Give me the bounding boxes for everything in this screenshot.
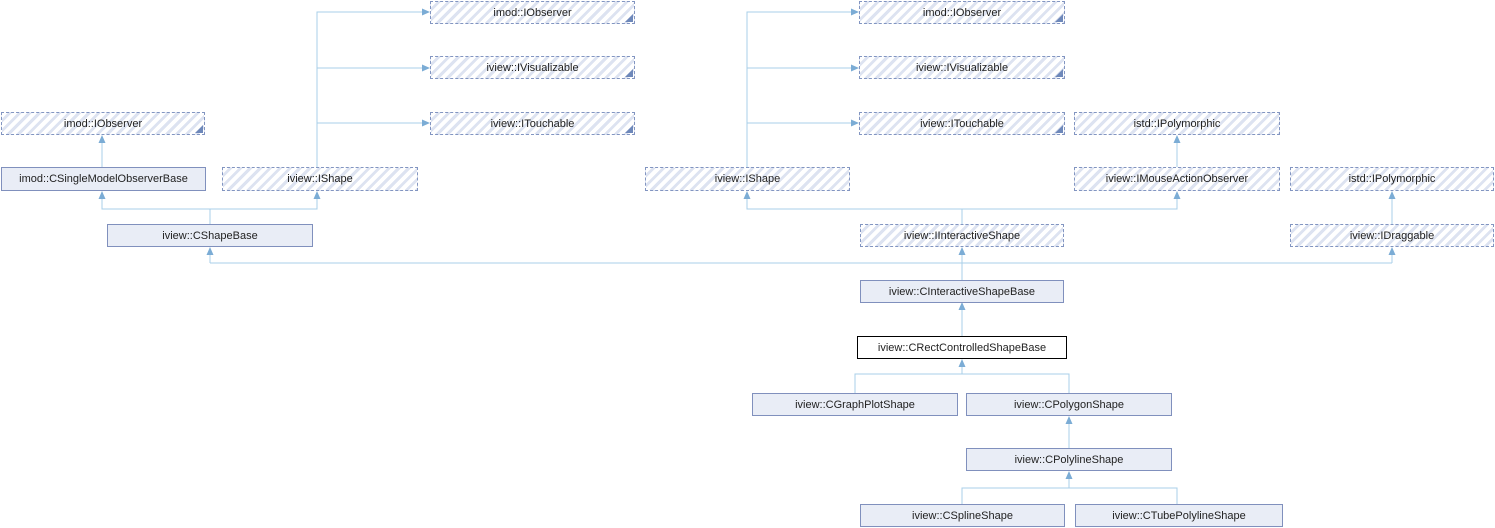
node-label: iview::CShapeBase xyxy=(162,229,258,242)
node-iview-ishape-mid[interactable]: iview::IShape xyxy=(645,167,850,191)
node-label: istd::IPolymorphic xyxy=(1133,117,1221,130)
edge-iinteractiveshape-to-bases xyxy=(743,191,1181,224)
edge-ishape-mid-to-interfaces xyxy=(746,8,859,167)
node-label: iview::IMouseActionObserver xyxy=(1105,173,1249,185)
node-label: istd::IPolymorphic xyxy=(1348,173,1436,185)
node-label: iview::CInteractiveShapeBase xyxy=(888,285,1036,298)
node-iview-ctubepolylineshape[interactable]: iview::CTubePolylineShape xyxy=(1075,504,1283,527)
truncation-corner-icon xyxy=(195,125,203,133)
node-label: iview::ITouchable xyxy=(920,117,1004,130)
node-iview-cshapebase[interactable]: iview::CShapeBase xyxy=(107,224,313,247)
node-istd-ipolymorphic-2[interactable]: istd::IPolymorphic xyxy=(1290,167,1494,191)
node-label: iview::CPolygonShape xyxy=(1013,398,1125,411)
node-label: imod::CSingleModelObserverBase xyxy=(19,173,188,185)
node-iview-cpolygonshape[interactable]: iview::CPolygonShape xyxy=(966,393,1172,416)
node-iview-idraggable[interactable]: iview::IDraggable xyxy=(1290,224,1494,247)
node-label: imod::IObserver xyxy=(493,6,572,19)
node-istd-ipolymorphic-1[interactable]: istd::IPolymorphic xyxy=(1074,112,1280,135)
node-label: iview::CSplineShape xyxy=(912,509,1013,522)
edge-cpolylineshape-to-cpolygonshape xyxy=(1065,416,1073,448)
node-imod-iobserver-topleft[interactable]: imod::IObserver xyxy=(430,1,635,24)
node-label: iview::ITouchable xyxy=(490,117,575,130)
node-imod-csinglemodelobserverbase[interactable]: imod::CSingleModelObserverBase xyxy=(1,167,206,191)
node-label: imod::IObserver xyxy=(922,6,1002,19)
edge-cinteractiveshapebase-to-bases xyxy=(206,247,1396,280)
node-iview-cgraphplotshape[interactable]: iview::CGraphPlotShape xyxy=(752,393,958,416)
node-label: iview::CTubePolylineShape xyxy=(1112,509,1246,522)
truncation-corner-icon xyxy=(625,69,633,77)
truncation-corner-icon xyxy=(1055,14,1063,22)
edge-ishape-left-to-interfaces xyxy=(316,8,430,167)
node-label: iview::IDraggable xyxy=(1349,229,1435,242)
node-iview-cpolylineshape[interactable]: iview::CPolylineShape xyxy=(966,448,1172,471)
node-label: iview::IShape xyxy=(714,173,781,185)
truncation-corner-icon xyxy=(625,14,633,22)
node-iview-itouchable-mid[interactable]: iview::ITouchable xyxy=(859,112,1065,135)
node-label: iview::CRectControlledShapeBase xyxy=(877,341,1047,354)
node-label: imod::IObserver xyxy=(63,117,143,130)
node-iview-cinteractiveshapebase[interactable]: iview::CInteractiveShapeBase xyxy=(860,280,1064,303)
node-label: iview::CGraphPlotShape xyxy=(795,398,915,411)
edge-children-to-cpolylineshape xyxy=(961,471,1178,504)
truncation-corner-icon xyxy=(625,125,633,133)
node-imod-iobserver-far-left[interactable]: imod::IObserver xyxy=(1,112,205,135)
node-iview-crectcontrolledshapebase[interactable]: iview::CRectControlledShapeBase xyxy=(857,336,1067,359)
node-label: iview::IVisualizable xyxy=(486,61,579,74)
node-iview-ishape-left[interactable]: iview::IShape xyxy=(222,167,418,191)
node-label: iview::IVisualizable xyxy=(915,61,1009,74)
node-iview-csplineshape[interactable]: iview::CSplineShape xyxy=(860,504,1065,527)
node-iview-itouchable-left[interactable]: iview::ITouchable xyxy=(430,112,635,135)
node-imod-iobserver-topmid[interactable]: imod::IObserver xyxy=(859,1,1065,24)
truncation-corner-icon xyxy=(1055,69,1063,77)
truncation-corner-icon xyxy=(1055,125,1063,133)
edge-cshapebase-to-bases xyxy=(98,191,321,224)
node-iview-ivisualizable-mid[interactable]: iview::IVisualizable xyxy=(859,56,1065,79)
edge-idraggable-to-ipolymorphic xyxy=(1388,191,1396,224)
edge-crectcontrolledshapebase-to-base xyxy=(958,302,966,336)
node-label: iview::CPolylineShape xyxy=(1014,453,1124,466)
edge-imouseactionobserver-to-ipolymorphic xyxy=(1173,135,1181,167)
edge-children-to-crectcontrolledshapebase xyxy=(854,359,1070,393)
node-iview-imouseactionobserver[interactable]: iview::IMouseActionObserver xyxy=(1074,167,1280,191)
node-label: iview::IShape xyxy=(287,173,353,185)
node-iview-iinteractiveshape[interactable]: iview::IInteractiveShape xyxy=(860,224,1064,247)
edge-csinglemodelobserverbase-to-iobserver xyxy=(98,135,106,167)
node-label: iview::IInteractiveShape xyxy=(903,229,1021,242)
node-iview-ivisualizable-left[interactable]: iview::IVisualizable xyxy=(430,56,635,79)
